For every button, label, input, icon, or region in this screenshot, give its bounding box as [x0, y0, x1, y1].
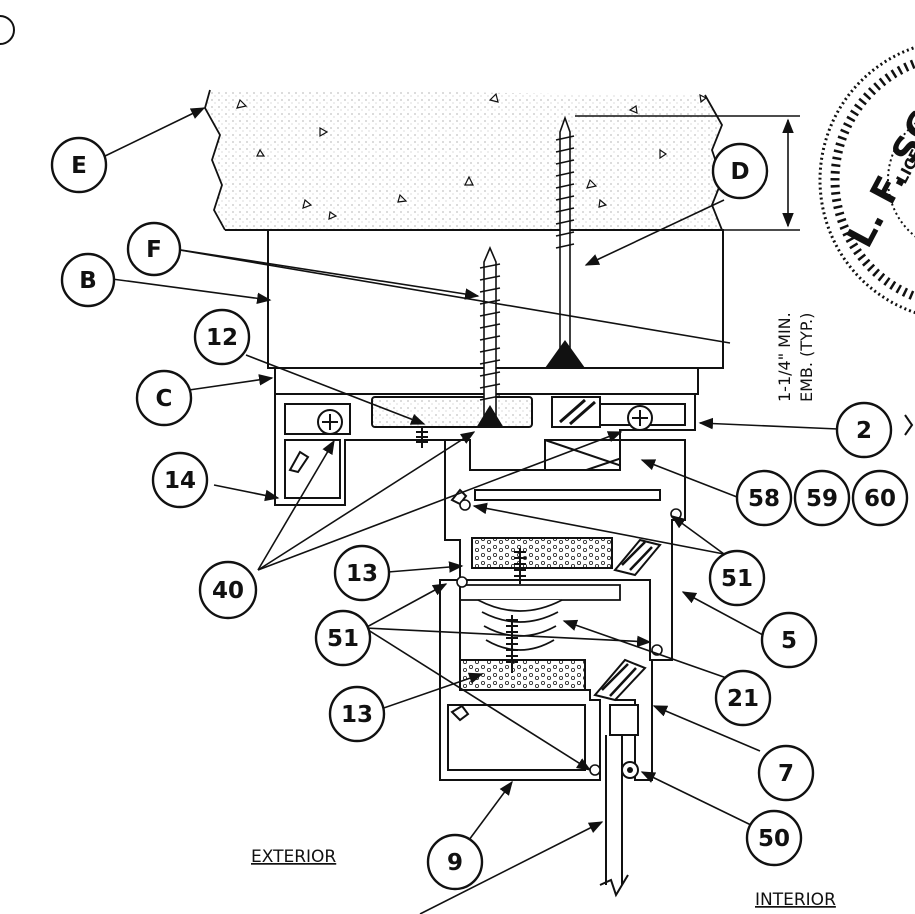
callout-E: E — [50, 136, 108, 194]
callout-59: 59 — [793, 469, 851, 527]
foam-tape-upper — [471, 537, 613, 569]
svg-text:60: 60 — [864, 486, 896, 512]
svg-text:51: 51 — [327, 626, 359, 652]
svg-text:58: 58 — [748, 486, 780, 512]
callout-58: 58 — [735, 469, 793, 527]
callout-2: 2 — [835, 401, 893, 459]
callout-13-lower: 13 — [328, 685, 386, 743]
svg-text:5: 5 — [781, 628, 797, 654]
svg-text:F: F — [146, 237, 162, 263]
svg-text:C: C — [156, 386, 173, 412]
svg-text:E: E — [71, 153, 87, 179]
svg-text:50: 50 — [758, 826, 790, 852]
svg-text:14: 14 — [164, 468, 196, 494]
glass-pane — [599, 735, 629, 898]
callout-60: 60 — [851, 469, 909, 527]
svg-text:51: 51 — [721, 566, 753, 592]
callout-F: F — [126, 221, 182, 277]
upper-fastener — [514, 548, 526, 584]
gasket-upper-hatch — [621, 541, 653, 571]
clip-markers — [456, 499, 682, 776]
engineer-seal: L. F. SCHMIDT LICENSE — [818, 0, 915, 436]
callout-5: 5 — [760, 611, 818, 669]
gasket-hatch — [559, 398, 596, 426]
partial-circle-mark — [0, 15, 15, 45]
embedment-dimension — [575, 115, 800, 231]
svg-text:7: 7 — [778, 761, 794, 787]
gasket-lower — [593, 658, 647, 702]
head-screw-left — [317, 409, 343, 435]
svg-text:13: 13 — [341, 702, 373, 728]
callout-21: 21 — [714, 669, 772, 727]
dimension-text-2: EMB. (TYP.) — [797, 313, 816, 402]
dimension-text-1: 1-1/4" MIN. — [775, 312, 794, 402]
callout-B: B — [60, 252, 116, 308]
svg-text:2: 2 — [856, 418, 872, 444]
callout-51-left: 51 — [314, 609, 372, 667]
callout-50: 50 — [745, 809, 803, 867]
small-screw-head — [416, 428, 428, 448]
concrete-anchor-screw — [545, 115, 585, 368]
callout-13-upper: 13 — [333, 544, 391, 602]
svg-text:B: B — [79, 268, 97, 294]
callout-9: 9 — [426, 833, 484, 891]
svg-text:40: 40 — [212, 578, 244, 604]
exterior-label: EXTERIOR — [251, 847, 336, 867]
svg-text:D: D — [730, 159, 749, 185]
head-screw-right — [627, 405, 653, 431]
callout-C: C — [135, 369, 193, 427]
leader-lines — [102, 107, 839, 914]
svg-text:59: 59 — [806, 486, 838, 512]
svg-text:9: 9 — [447, 850, 463, 876]
svg-text:13: 13 — [346, 561, 378, 587]
callout-12: 12 — [193, 308, 251, 366]
wedge-gasket — [621, 761, 639, 779]
foam-tape-lower — [454, 659, 586, 691]
callout-D: D — [711, 142, 769, 200]
svg-text:12: 12 — [206, 325, 238, 351]
svg-text:21: 21 — [727, 686, 759, 712]
callout-51-right: 51 — [708, 549, 766, 607]
callout-40: 40 — [198, 560, 258, 620]
concrete-substrate — [204, 89, 723, 231]
spacer-stack — [459, 584, 621, 651]
gasket-block — [551, 396, 601, 428]
setting-block — [371, 396, 533, 428]
gasket-lower-hatch — [601, 663, 637, 697]
wood-screw — [476, 245, 504, 428]
interior-label: INTERIOR — [755, 890, 836, 910]
callout-14: 14 — [151, 451, 209, 509]
callout-7: 7 — [757, 744, 815, 802]
